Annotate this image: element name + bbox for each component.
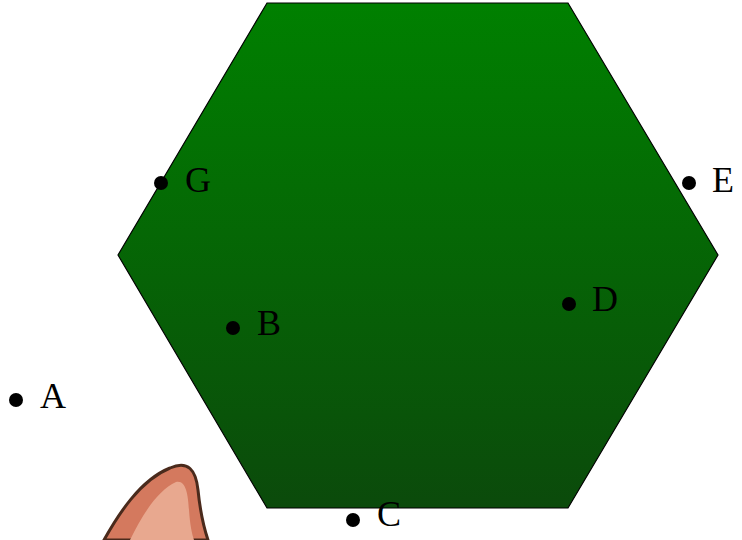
point-dot	[154, 176, 168, 190]
point-label: D	[592, 281, 618, 317]
fox-ear	[104, 465, 208, 540]
point-label: E	[712, 162, 734, 198]
point-dot	[346, 513, 360, 527]
point-label: A	[40, 378, 66, 414]
point-label: B	[257, 305, 281, 341]
point-label: G	[185, 162, 211, 198]
point-dots	[9, 176, 696, 527]
ear-inner	[130, 482, 194, 540]
point-dot	[226, 321, 240, 335]
point-label: C	[377, 496, 401, 532]
point-dot	[9, 393, 23, 407]
ear-outline	[104, 465, 208, 540]
point-dot	[562, 297, 576, 311]
point-dot	[682, 176, 696, 190]
green-hexagon	[118, 3, 718, 508]
